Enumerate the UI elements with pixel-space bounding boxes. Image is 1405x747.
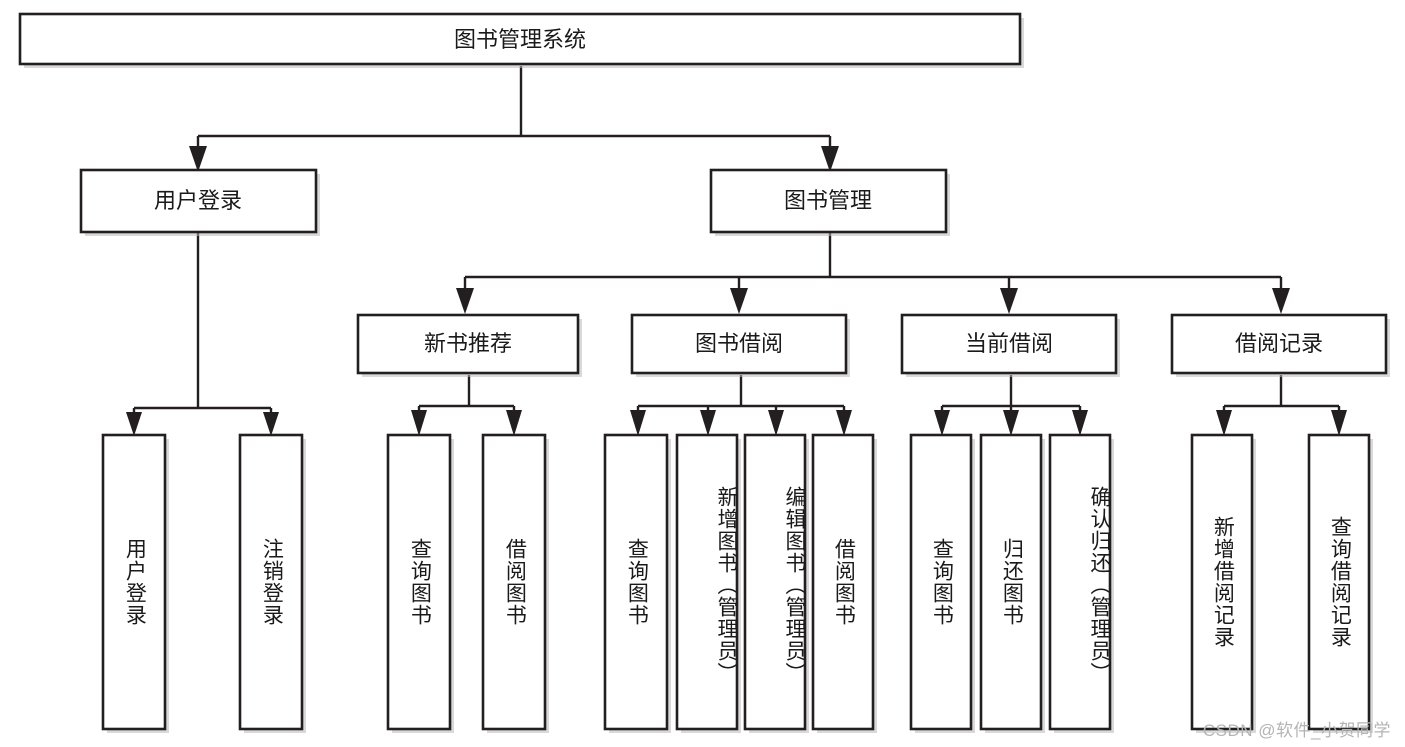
arrow-nb-leaf1 bbox=[411, 410, 427, 436]
arrow-bb-leaf2 bbox=[700, 410, 716, 436]
arrow-bm-to-record bbox=[1272, 288, 1290, 314]
arrow-root-to-userlogin bbox=[189, 146, 207, 172]
node-borrow-record-label: 借阅记录 bbox=[1235, 331, 1323, 356]
node-leaf-cb-return-box[interactable] bbox=[979, 433, 1043, 731]
node-leaf-br-add-box[interactable] bbox=[1190, 433, 1254, 731]
node-leaf-user-login-box[interactable] bbox=[101, 433, 167, 731]
arrow-br-leaf2 bbox=[1331, 410, 1347, 436]
node-leaf-cb-confirm-box[interactable] bbox=[1048, 433, 1112, 731]
node-leaf-cb-query-box[interactable] bbox=[909, 433, 973, 731]
arrow-ul-leaf1 bbox=[126, 412, 142, 436]
node-leaf-nb-query-box[interactable] bbox=[386, 433, 452, 731]
arrow-bm-to-newbook bbox=[456, 288, 474, 314]
node-current-borrow-box[interactable] bbox=[900, 313, 1118, 375]
arrow-bm-to-current bbox=[1000, 288, 1018, 314]
node-book-borrow-box[interactable] bbox=[630, 313, 848, 375]
node-book-borrow-label: 图书借阅 bbox=[695, 331, 783, 356]
node-new-book-box[interactable] bbox=[356, 313, 580, 375]
node-leaf-nb-borrow-box[interactable] bbox=[481, 433, 547, 731]
arrow-br-leaf1 bbox=[1216, 410, 1232, 436]
arrow-root-to-bookmgmt bbox=[821, 146, 839, 172]
arrow-cb-leaf1 bbox=[934, 410, 950, 436]
node-new-book-label: 新书推荐 bbox=[424, 331, 512, 356]
node-borrow-record-box[interactable] bbox=[1170, 313, 1388, 375]
arrow-bb-leaf3 bbox=[768, 410, 784, 436]
arrow-cb-leaf2 bbox=[1003, 410, 1019, 436]
arrow-nb-leaf2 bbox=[506, 410, 522, 436]
node-leaf-br-query-box[interactable] bbox=[1307, 433, 1371, 731]
arrow-ul-leaf2 bbox=[263, 412, 279, 436]
watermark: CSDN @软件_小贺同学 bbox=[1202, 721, 1391, 740]
arrow-bm-to-borrow bbox=[730, 288, 748, 314]
node-leaf-bb-edit-box[interactable] bbox=[743, 433, 807, 731]
node-root-label: 图书管理系统 bbox=[454, 27, 586, 52]
node-book-mgmt-label: 图书管理 bbox=[784, 188, 872, 213]
arrow-bb-leaf1 bbox=[630, 410, 646, 436]
node-leaf-logout-box[interactable] bbox=[238, 433, 304, 731]
node-current-borrow-label: 当前借阅 bbox=[965, 331, 1053, 356]
arrow-cb-leaf3 bbox=[1072, 410, 1088, 436]
arrow-bb-leaf4 bbox=[836, 410, 852, 436]
node-leaf-bb-add-box[interactable] bbox=[675, 433, 739, 731]
node-user-login-box[interactable] bbox=[79, 168, 318, 234]
connector-layer bbox=[126, 66, 1347, 436]
node-leaf-bb-borrow-box[interactable] bbox=[811, 433, 875, 731]
node-layer: 图书管理系统 用户登录 图书管理 新书推荐 图书借阅 当前借阅 借阅记录 bbox=[18, 12, 1390, 733]
node-user-login-label: 用户登录 bbox=[154, 188, 242, 213]
node-root-box[interactable] bbox=[18, 12, 1022, 66]
node-book-mgmt-box[interactable] bbox=[709, 168, 948, 234]
node-leaf-bb-query-box[interactable] bbox=[603, 433, 669, 731]
